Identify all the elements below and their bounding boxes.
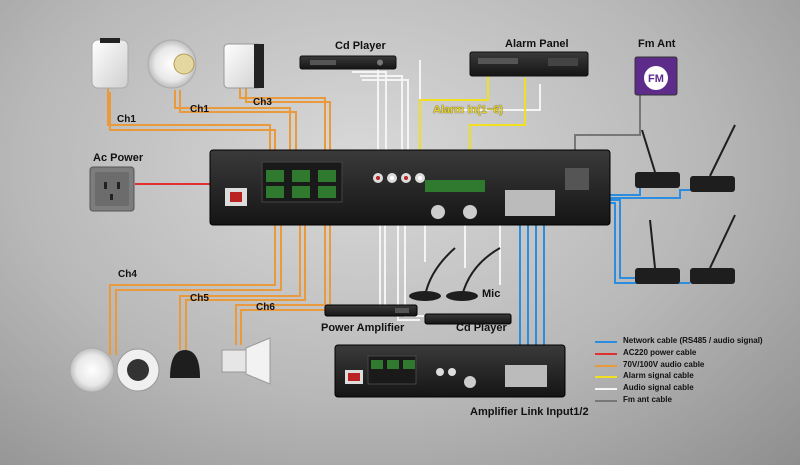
legend-swatch-power [595, 352, 617, 355]
ch4-label: Ch4 [118, 269, 137, 280]
pendant-speaker [170, 350, 200, 378]
ac-power-label: Ac Power [93, 152, 144, 164]
power-socket-icon [89, 166, 135, 212]
ch1-left-label: Ch1 [117, 114, 136, 125]
alarm-in-label: Alarm in(1~6) [433, 104, 503, 116]
legend-swatch-speaker [595, 364, 617, 367]
paging-mic-1 [635, 129, 680, 188]
paging-mic-3 [635, 219, 680, 284]
power-amplifier-label: Power Amplifier [321, 322, 405, 334]
link-amplifier-device [334, 344, 566, 398]
legend-text-audio: Audio signal cable [623, 383, 694, 393]
ceiling-speaker-bottom-2 [116, 348, 160, 392]
alarm-panel-device [469, 51, 589, 77]
wall-speaker-left [91, 38, 129, 89]
amplifier-link-label: Amplifier Link Input1/2 [470, 406, 589, 418]
legend-text-alarm: Alarm signal cable [623, 371, 694, 381]
legend-text-network: Network cable (RS485 / audio signal) [623, 336, 763, 345]
paging-mic-4 [690, 214, 736, 284]
cd-player-top-device [299, 55, 397, 70]
ceiling-speaker-bottom-1 [69, 347, 115, 393]
svg-text:FM: FM [648, 73, 664, 85]
horn-speaker [221, 337, 271, 385]
legend-swatch-fm [595, 399, 617, 402]
ch3-label: Ch3 [253, 97, 272, 108]
cd-player-bottom-device [424, 313, 512, 325]
paging-mic-2 [690, 124, 736, 192]
alarm-panel-label: Alarm Panel [505, 38, 569, 50]
fm-logo-icon: FM [634, 56, 678, 96]
ch5-label: Ch5 [190, 293, 209, 304]
ceiling-speaker-top [147, 39, 197, 89]
legend-swatch-alarm [595, 376, 617, 379]
speaker-cables [107, 88, 331, 355]
ch1-right-label: Ch1 [190, 104, 209, 115]
mic-label: Mic [482, 288, 501, 300]
legend-swatch-audio [595, 388, 617, 391]
cd-player-bottom-label: Cd Player [456, 322, 507, 334]
main-amplifier-device [209, 149, 611, 226]
legend-text-speaker: 70V/100V audio cable [623, 359, 705, 369]
cd-player-top-label: Cd Player [335, 40, 386, 52]
wall-speaker-right [223, 43, 264, 89]
power-amplifier-device [324, 304, 418, 317]
ch6-label: Ch6 [256, 302, 275, 313]
desk-mic-1 [409, 247, 456, 301]
desk-mic-2 [446, 247, 501, 301]
legend-text-fm: Fm ant cable [623, 394, 672, 404]
legend-swatch-network [595, 341, 617, 343]
fm-ant-label: Fm Ant [638, 38, 676, 50]
legend-text-power: AC220 power cable [623, 347, 697, 357]
